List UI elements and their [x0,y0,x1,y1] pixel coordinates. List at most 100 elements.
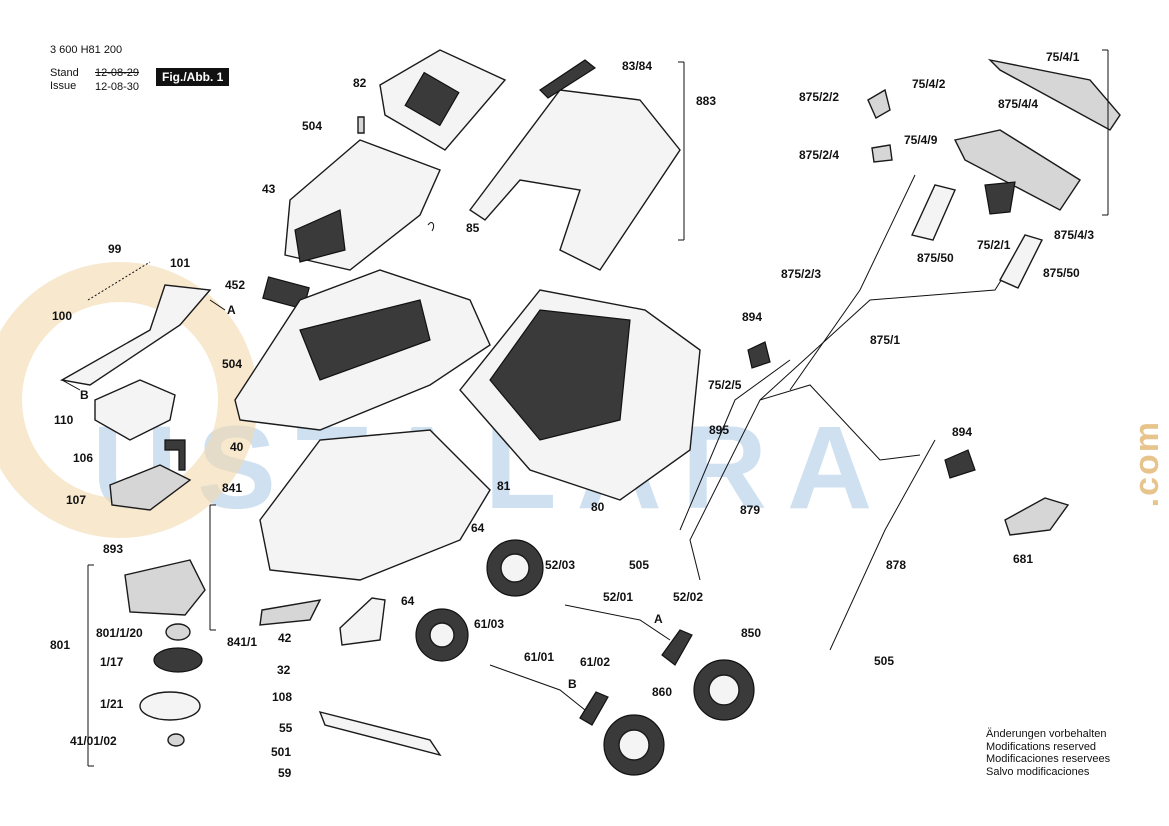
part-894-knob-a [747,341,771,369]
part-860-hub [618,729,650,761]
label-841: 841 [222,481,243,495]
label-32: 32 [277,663,291,677]
label-894-a: 894 [742,310,763,324]
label-b-2: B [568,677,577,691]
part-875-2-3-cable [789,174,916,391]
part-1-17 [153,647,203,673]
label-875-2-3: 875/2/3 [781,267,822,281]
part-875-50-b [999,234,1044,289]
label-504-a: 504 [302,119,323,133]
part-wheel-front-1-hub [500,553,530,583]
stand-date: 12-08-29 [95,67,140,79]
label-52-02: 52/02 [673,590,704,604]
label-59: 59 [278,766,292,780]
label-52-01: 52/01 [603,590,634,604]
label-895: 895 [709,423,730,437]
part-75-4-1 [987,58,1121,131]
label-501: 501 [271,745,292,759]
part-801-motor [124,559,206,616]
label-a-1: A [227,303,236,317]
label-40: 40 [230,440,244,454]
label-41-01-02: 41/01/02 [70,734,117,748]
label-75-4-1: 75/4/1 [1046,50,1080,64]
label-1-17: 1/17 [100,655,124,669]
part-61-02-bracket [579,691,609,726]
label-878: 878 [886,558,907,572]
label-100: 100 [52,309,73,323]
part-85-spring [427,222,435,232]
note-es: Salvo modificaciones [986,765,1090,778]
doc-number: 3 600 H81 200 [50,44,123,56]
label-875-2-4: 875/2/4 [799,148,840,162]
part-875-2-2 [867,88,891,119]
label-875-1: 875/1 [870,333,901,347]
label-64-b: 64 [401,594,415,608]
part-75-2-1 [984,181,1016,215]
part-1-21 [139,691,201,721]
part-99-spring [87,261,151,301]
label-1-21: 1/21 [100,697,124,711]
label-61-02: 61/02 [580,655,611,669]
label-b-1: B [80,388,89,402]
part-504-screw-a [357,116,365,134]
label-875-50-b: 875/50 [1043,266,1080,280]
part-41-01-02 [167,733,185,747]
part-55-blade [318,710,442,757]
label-452: 452 [225,278,246,292]
part-101-lever [59,284,212,386]
stand-label: Stand [50,67,79,79]
label-875-4-4: 875/4/4 [998,97,1039,111]
bracket-801 [87,564,94,767]
modification-notes: Änderungen vorbehalten Modifications res… [986,728,1110,778]
label-85: 85 [466,221,480,235]
label-82: 82 [353,76,367,90]
part-81-deck [259,429,491,581]
part-894-knob-b [944,449,976,479]
label-55: 55 [279,721,293,735]
label-61-01: 61/01 [524,650,555,664]
label-52-03: 52/03 [545,558,576,572]
label-801-1-20: 801/1/20 [96,626,143,640]
part-801-1-20 [165,623,191,641]
part-878-tube [829,439,936,651]
label-110: 110 [54,413,74,427]
label-81: 81 [497,479,511,493]
label-83-84: 83/84 [622,59,653,73]
label-875-50-a: 875/50 [917,251,954,265]
part-52-02-bracket [661,629,693,666]
label-43: 43 [262,182,276,196]
label-875-2-2: 875/2/2 [799,90,840,104]
label-505-a: 505 [629,558,650,572]
note-en: Modifications reserved [986,740,1097,753]
bracket-75-4 [1102,49,1109,216]
part-52-01-axle [564,604,671,641]
part-82-grid [404,71,460,127]
label-99: 99 [108,242,122,256]
leader-b1 [61,379,81,391]
note-fr: Modificaciones reservees [986,753,1111,765]
bracket-841 [209,504,216,631]
label-883: 883 [696,94,717,108]
label-860: 860 [652,685,673,699]
part-80-mesh [489,309,631,441]
part-850-hub [708,674,740,706]
label-106: 106 [73,451,94,465]
part-879-tube [679,359,791,531]
part-61-01-axle [489,664,586,711]
part-110-cover [94,379,176,441]
label-850: 850 [741,626,762,640]
label-101: 101 [170,256,191,270]
part-wheel-front-2-hub [429,622,455,648]
part-875-1-tube [689,384,921,581]
part-883-lid [468,89,681,271]
part-42-deflector [339,597,386,646]
label-61-03: 61/03 [474,617,505,631]
label-75-2-1: 75/2/1 [977,238,1011,252]
label-64-a: 64 [471,521,485,535]
label-75-4-9: 75/4/9 [904,133,938,147]
label-681: 681 [1013,552,1034,566]
label-801: 801 [50,638,71,652]
label-893: 893 [103,542,124,556]
bracket-883 [678,61,685,241]
